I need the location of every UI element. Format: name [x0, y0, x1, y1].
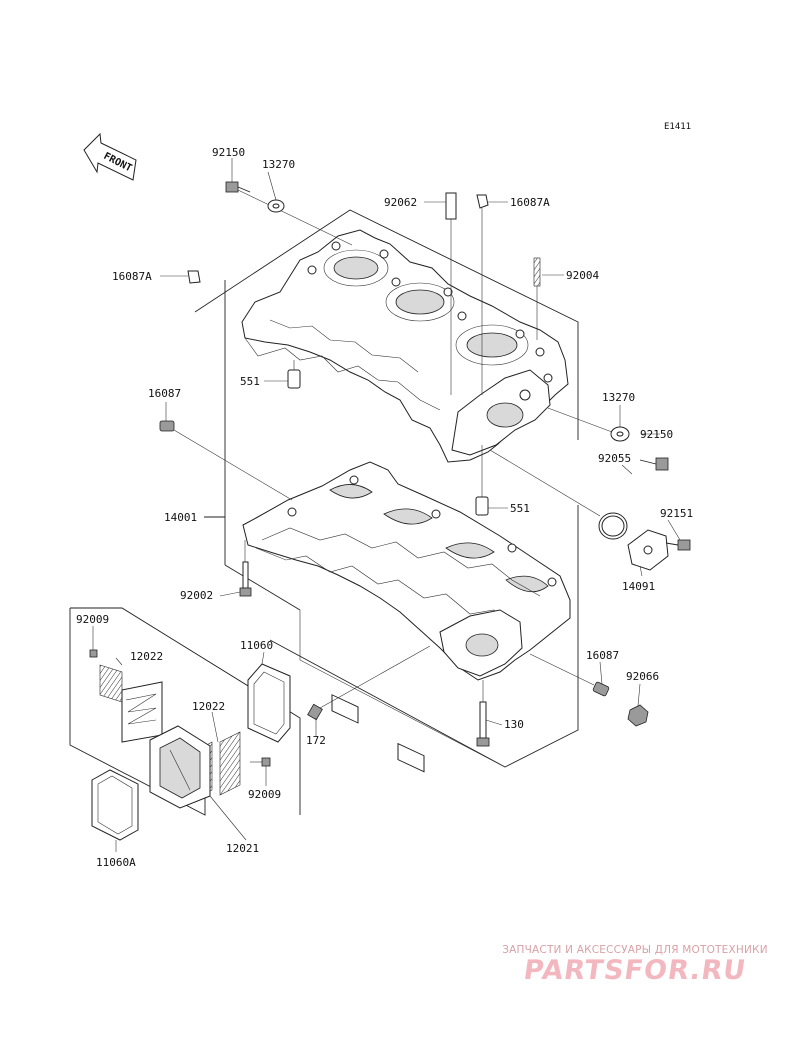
watermark-logo: PARTSFOR.RU [521, 955, 749, 986]
reed-valve-12021 [149, 725, 211, 809]
assembly-outline [69, 209, 579, 816]
washer-13270-top [267, 199, 285, 213]
label-92009: 92009 [76, 613, 109, 626]
label-16087A: 16087A [510, 196, 550, 209]
gasket-11060A [91, 769, 139, 841]
screw-92009-mid [250, 757, 271, 767]
bolt-130 [476, 680, 490, 747]
dowel-551-left [287, 360, 301, 389]
upper-crankcase [241, 229, 569, 463]
gasket-11060 [247, 663, 291, 743]
label-92009: 92009 [248, 788, 281, 801]
label-92150: 92150 [212, 146, 245, 159]
label-12021: 12021 [226, 842, 259, 855]
washer-13270-right [547, 407, 630, 442]
front-arrow-icon: FRONT [83, 132, 137, 181]
lower-crankcase [242, 461, 571, 773]
label-14001: 14001 [164, 511, 197, 524]
part-labels: 92150 13270 92062 16087A 16087A 92004 55… [76, 146, 693, 869]
bolt-92002 [239, 540, 252, 597]
nut-92066 [627, 704, 649, 727]
watermark-subtitle: ЗАПЧАСТИ И АКСЕССУАРЫ ДЛЯ МОТОТЕХНИКИ [502, 944, 768, 956]
dowel-551-right [475, 445, 489, 516]
stud-92004 [533, 257, 541, 340]
bolt-92150-top [225, 181, 353, 246]
oring-92055 [489, 449, 628, 540]
dowel-92062 [445, 192, 457, 395]
plug-16087-left [159, 420, 293, 501]
label-551: 551 [510, 502, 530, 515]
label-11060: 11060 [240, 639, 273, 652]
label-92055: 92055 [598, 452, 631, 465]
label-92150: 92150 [640, 428, 673, 441]
label-12022: 12022 [130, 650, 163, 663]
label-92004: 92004 [566, 269, 599, 282]
label-92062: 92062 [384, 196, 417, 209]
label-11060A: 11060A [96, 856, 136, 869]
bolt-92151 [665, 539, 691, 551]
label-172: 172 [306, 734, 326, 747]
leader-lines [92, 158, 681, 852]
label-13270: 13270 [262, 158, 295, 171]
nozzle-16087A-top [476, 194, 489, 395]
label-16087: 16087 [586, 649, 619, 662]
plug-16087-right [529, 653, 610, 697]
label-16087: 16087 [148, 387, 181, 400]
nozzle-16087A-left [187, 270, 201, 284]
label-14091: 14091 [622, 580, 655, 593]
label-92002: 92002 [180, 589, 213, 602]
label-13270: 13270 [602, 391, 635, 404]
label-130: 130 [504, 718, 524, 731]
screw-92009-left [89, 634, 98, 658]
label-92066: 92066 [626, 670, 659, 683]
label-16087A: 16087A [112, 270, 152, 283]
watermark: ЗАПЧАСТИ И АКСЕССУАРЫ ДЛЯ МОТОТЕХНИКИ PA… [480, 944, 790, 986]
reed-12022-left [99, 664, 163, 743]
cover-14091 [627, 529, 669, 571]
label-551: 551 [240, 375, 260, 388]
bolt-92150-right [639, 457, 669, 471]
fitting-172 [307, 645, 431, 721]
label-12022: 12022 [192, 700, 225, 713]
diagram-code: E1411 [664, 122, 691, 132]
label-92151: 92151 [660, 507, 693, 520]
